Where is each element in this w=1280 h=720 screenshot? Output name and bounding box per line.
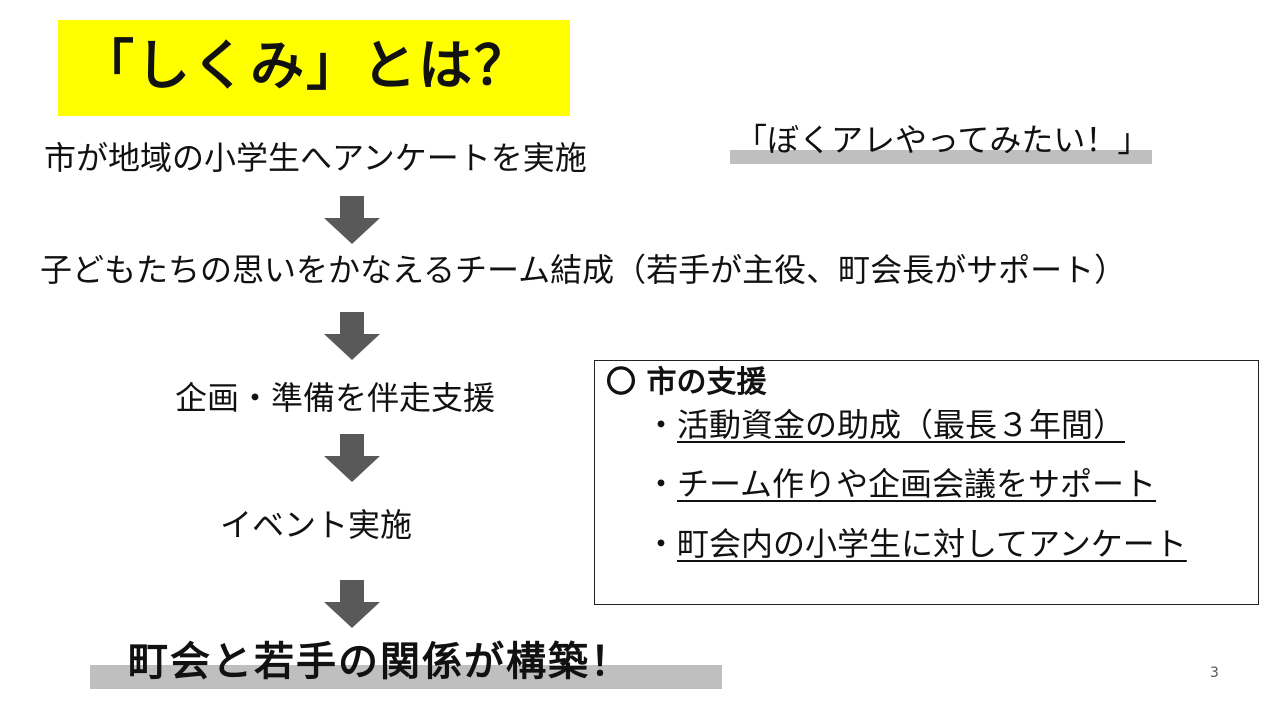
support-heading: 〇 市の支援 (606, 365, 767, 400)
step-planning: 企画・準備を伴走支援 (175, 379, 496, 417)
title-highlight (58, 20, 570, 116)
step-survey: 市が地域の小学生へアンケートを実施 (44, 139, 587, 177)
support-item: ・チーム作りや企画会議をサポート (645, 465, 1157, 503)
step-team: 子どもたちの思いをかなえるチーム結成（若手が主役、町会長がサポート） (40, 251, 1127, 289)
page-number: 3 (1210, 665, 1219, 681)
arrow-down-icon (324, 312, 380, 360)
arrow-down-icon (324, 196, 380, 244)
slide-title: 「しくみ」とは？ (80, 34, 531, 97)
support-box (594, 360, 1259, 605)
arrow-down-icon (324, 580, 380, 628)
quote-highlight-bar (730, 150, 1152, 164)
result-highlight-bar (90, 665, 722, 689)
step-event: イベント実施 (220, 506, 413, 544)
arrow-down-icon (324, 434, 380, 482)
result-text: 町会と若手の関係が構築！ (128, 639, 632, 685)
support-item: ・活動資金の助成（最長３年間） (645, 406, 1126, 444)
support-item: ・町会内の小学生に対してアンケート (645, 525, 1187, 563)
child-quote: 「ぼくアレやってみたい！」 (735, 121, 1150, 159)
